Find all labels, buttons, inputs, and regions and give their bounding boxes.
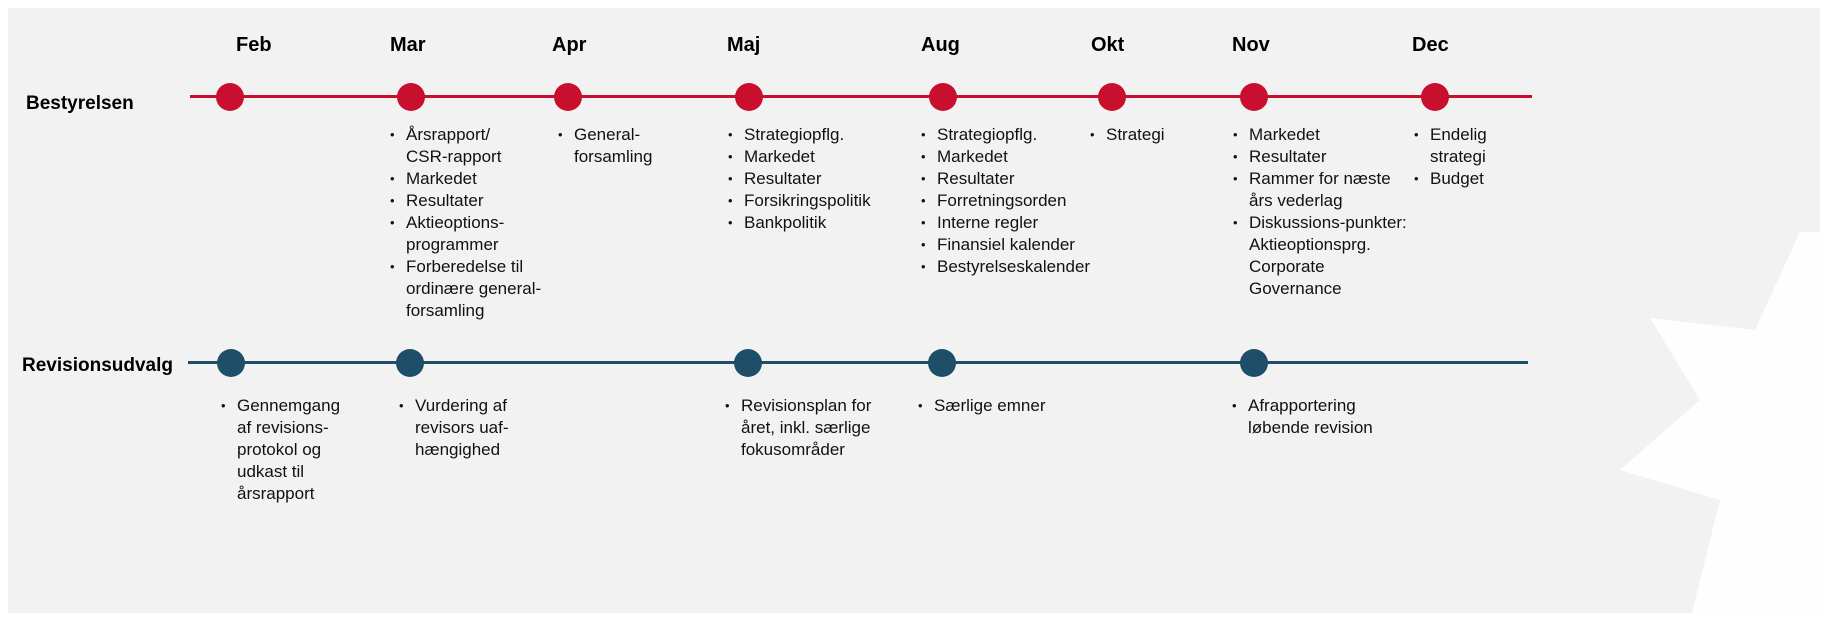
list-item: Bestyrelseskalender <box>918 256 1090 278</box>
list-item: Forretningsorden <box>918 190 1090 212</box>
list-item: Aktieoptions-programmer <box>387 212 541 256</box>
list-item: Strategiopflg. <box>725 124 871 146</box>
month-okt: Okt <box>1091 34 1125 56</box>
list-item: Finansiel kalender <box>918 234 1090 256</box>
month-feb: Feb <box>236 34 272 56</box>
timeline-panel <box>8 8 1820 613</box>
bestyrelsen-dot-maj <box>735 83 763 111</box>
list-item: Resultater <box>725 168 871 190</box>
bestyrelsen-dot-apr <box>554 83 582 111</box>
bestyrelsen-list-maj: Strategiopflg.MarkedetResultaterForsikri… <box>725 124 871 234</box>
bestyrelsen-list-aug: Strategiopflg.MarkedetResultaterForretni… <box>918 124 1090 278</box>
revisionsudvalg-list-aug: Særlige emner <box>915 395 1046 417</box>
list-item: Interne regler <box>918 212 1090 234</box>
revisionsudvalg-dot-mar <box>396 349 424 377</box>
list-item: Årsrapport/CSR-rapport <box>387 124 541 168</box>
bestyrelsen-dot-nov <box>1240 83 1268 111</box>
bestyrelsen-list-mar: Årsrapport/CSR-rapportMarkedetResultater… <box>387 124 541 322</box>
month-maj: Maj <box>727 34 761 56</box>
list-item: General-forsamling <box>555 124 652 168</box>
bestyrelsen-dot-mar <box>397 83 425 111</box>
revisionsudvalg-timeline-line <box>188 361 1528 364</box>
revisionsudvalg-dot-aug <box>928 349 956 377</box>
bestyrelsen-list-dec: EndeligstrategiBudget <box>1411 124 1487 190</box>
list-item: Resultater <box>1230 146 1407 168</box>
month-apr: Apr <box>552 34 587 56</box>
revisionsudvalg-dot-maj <box>734 349 762 377</box>
bestyrelsen-timeline-line <box>190 95 1532 98</box>
month-aug: Aug <box>921 34 960 56</box>
bestyrelsen-dot-okt <box>1098 83 1126 111</box>
list-item: Strategi <box>1087 124 1165 146</box>
list-item: Strategiopflg. <box>918 124 1090 146</box>
month-dec: Dec <box>1412 34 1449 56</box>
bestyrelsen-dot-dec <box>1421 83 1449 111</box>
list-item: Resultater <box>918 168 1090 190</box>
month-nov: Nov <box>1232 34 1270 56</box>
list-item: Særlige emner <box>915 395 1046 417</box>
row-label-revisionsudvalg: Revisionsudvalg <box>22 355 173 376</box>
list-item: Diskussions-punkter:Aktieoptionsprg.Corp… <box>1230 212 1407 300</box>
bestyrelsen-dot-feb <box>216 83 244 111</box>
list-item: Markedet <box>1230 124 1407 146</box>
month-mar: Mar <box>390 34 426 56</box>
revisionsudvalg-dot-feb <box>217 349 245 377</box>
row-label-bestyrelsen: Bestyrelsen <box>26 93 134 114</box>
list-item: Markedet <box>725 146 871 168</box>
list-item: Bankpolitik <box>725 212 871 234</box>
bestyrelsen-list-apr: General-forsamling <box>555 124 652 168</box>
list-item: Forsikringspolitik <box>725 190 871 212</box>
revisionsudvalg-dot-nov <box>1240 349 1268 377</box>
bestyrelsen-dot-aug <box>929 83 957 111</box>
list-item: Markedet <box>918 146 1090 168</box>
list-item: Budget <box>1411 168 1487 190</box>
list-item: Markedet <box>387 168 541 190</box>
bestyrelsen-list-okt: Strategi <box>1087 124 1165 146</box>
list-item: Resultater <box>387 190 541 212</box>
